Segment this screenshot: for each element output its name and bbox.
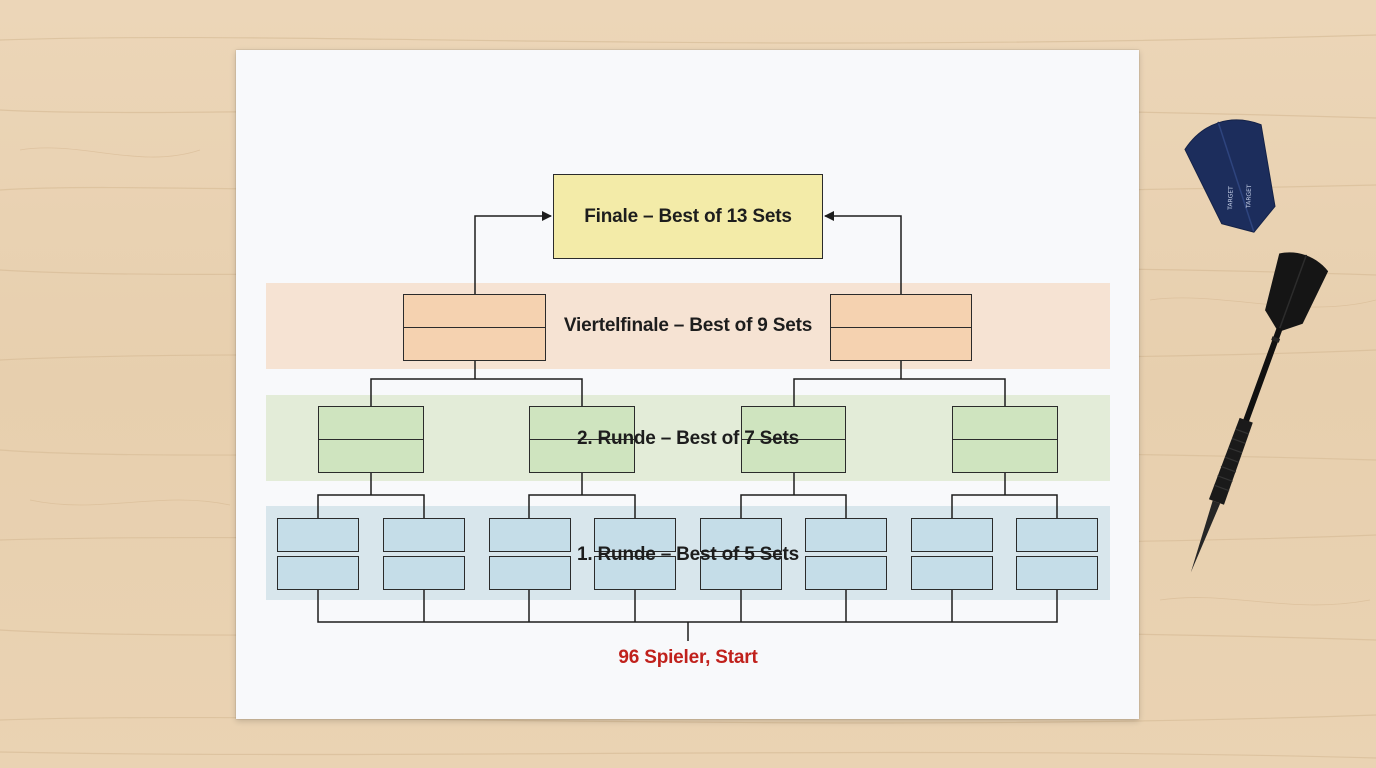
quarterfinal-match-right — [830, 294, 972, 361]
round1-slot — [700, 556, 782, 590]
quarterfinal-label: Viertelfinale – Best of 9 Sets — [563, 315, 813, 336]
round2-label: 2. Runde – Best of 7 Sets — [576, 428, 800, 449]
final-match-box: Finale – Best of 13 Sets — [553, 174, 823, 259]
player-slot — [742, 407, 845, 440]
round1-slot — [911, 518, 993, 552]
connector-r1-r2-4 — [951, 473, 1058, 518]
round2-match — [529, 406, 635, 473]
connector-start-r1 — [317, 590, 1058, 641]
connector-r1-r2-1 — [317, 473, 425, 518]
connector-r1-r2-2 — [528, 473, 636, 518]
round1-slot — [277, 518, 359, 552]
round1-slot — [911, 556, 993, 590]
round2-match — [318, 406, 424, 473]
player-slot — [319, 407, 423, 440]
round2-match — [952, 406, 1058, 473]
paper-sheet — [236, 50, 1139, 719]
connector-r1-r2-3 — [740, 473, 847, 518]
round1-slot — [489, 556, 571, 590]
round1-slot — [1016, 518, 1098, 552]
round1-slot — [383, 518, 465, 552]
arrow-right-to-final — [824, 211, 902, 294]
player-slot — [831, 295, 971, 328]
round1-slot — [594, 518, 676, 552]
flight-logo-text-left: TARGET — [1227, 186, 1235, 211]
round1-slot — [594, 556, 676, 590]
flight-logo-text-right: TARGET — [1245, 184, 1253, 209]
final-label: Finale – Best of 13 Sets — [584, 205, 792, 227]
round2-match — [741, 406, 846, 473]
quarterfinal-match-left — [403, 294, 546, 361]
player-slot — [953, 407, 1057, 440]
player-slot — [530, 407, 634, 440]
round1-slot — [805, 556, 887, 590]
round1-slot — [700, 518, 782, 552]
round1-slot — [489, 518, 571, 552]
arrow-left-to-final — [474, 211, 552, 294]
round1-slot — [1016, 556, 1098, 590]
round1-slot — [277, 556, 359, 590]
player-slot — [404, 295, 545, 328]
connector-r2-qf-right — [793, 361, 1006, 406]
round1-label: 1. Runde – Best of 5 Sets — [576, 544, 800, 565]
round1-slot — [383, 556, 465, 590]
connector-r2-qf-left — [370, 361, 583, 406]
round1-slot — [805, 518, 887, 552]
start-label: 96 Spieler, Start — [618, 647, 758, 668]
